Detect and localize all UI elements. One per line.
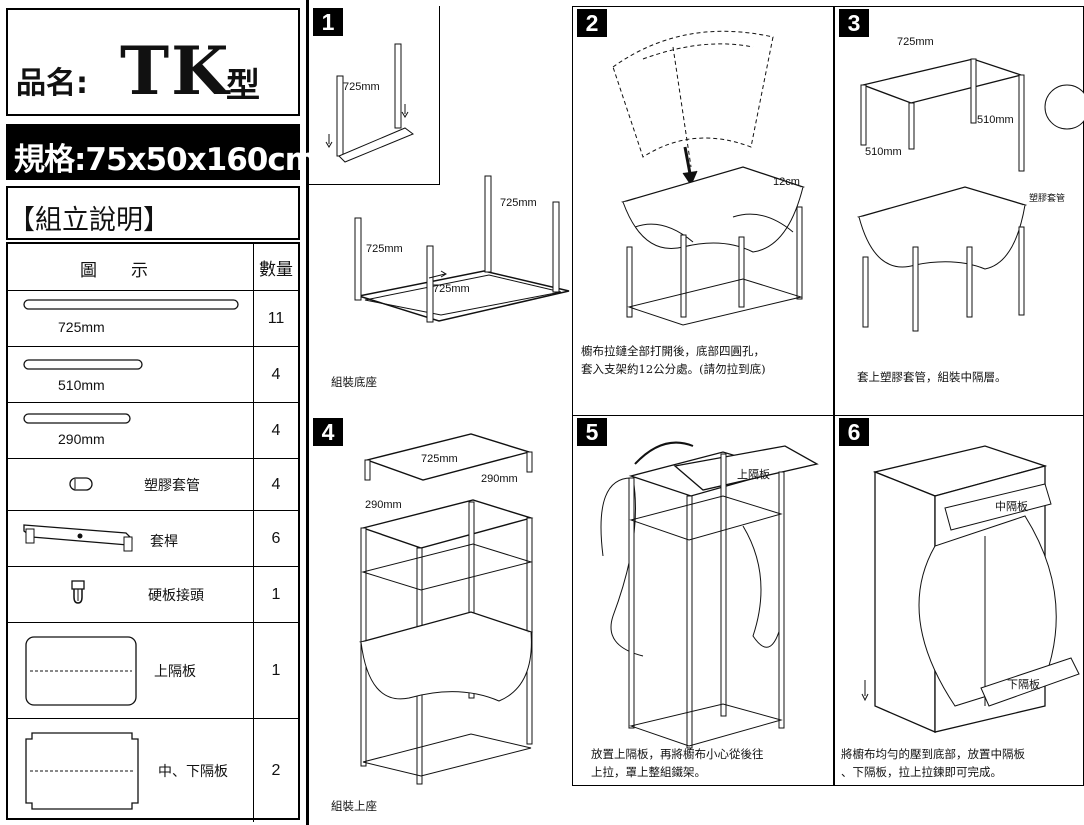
- step-6-panel: 6 中隔板 下隔板 將櫥布均勻的壓到底部，放置中隔板 、下隔板，拉上拉鍊即可完成…: [834, 416, 1084, 786]
- top-board-label: 上隔板: [737, 467, 770, 481]
- mid-board-label: 中隔板: [995, 499, 1028, 513]
- part-qty: 2: [253, 719, 298, 822]
- product-name-suffix: 型: [226, 66, 260, 106]
- step-1-panel: 1 725mm 725mm 725mm 725mm 組裝底座: [309, 6, 572, 416]
- svg-text:塑膠套管: 塑膠套管: [1029, 192, 1065, 203]
- svg-text:290mm: 290mm: [365, 499, 402, 511]
- part-qty: 6: [253, 511, 298, 566]
- top-board-icon: [25, 636, 137, 706]
- part-label: 套桿: [150, 534, 178, 550]
- base-assembly-diagram: 725mm 725mm 725mm: [354, 175, 570, 323]
- part-label: 上隔板: [154, 664, 196, 680]
- step-caption: 組裝底座: [331, 375, 377, 389]
- cover-on-base-diagram: 12cm: [612, 30, 806, 326]
- table-row: 725mm 11: [8, 290, 298, 346]
- product-name-box: 品名: TK 型: [6, 8, 300, 116]
- step-caption-line2: 套入支架約12公分處。(請勿拉到底): [581, 362, 766, 376]
- step-5-panel: 5 上隔板 放置上隔板，再將櫥布小心從後往 上拉，罩上整組鐵架。: [572, 416, 834, 786]
- section-title-box: 【組立說明】: [6, 186, 300, 240]
- part-qty: 1: [253, 623, 298, 718]
- step-caption-line1: 櫥布拉鏈全部打開後，底部四圓孔，: [581, 344, 765, 358]
- step-caption-line2: 上拉，罩上整組鐵架。: [591, 765, 706, 779]
- bottom-board-label: 下隔板: [1007, 677, 1040, 691]
- part-qty: 4: [253, 459, 298, 510]
- table-row: 硬板接頭 1: [8, 566, 298, 622]
- step-number: 1: [313, 8, 343, 36]
- parts-table: 圖 示 數量 725mm 11 510mm 4 290mm 4 塑膠套管 4: [6, 242, 300, 822]
- step-number: 6: [839, 418, 869, 446]
- table-row: 中、下隔板 2: [8, 718, 298, 822]
- board-connector-icon: [71, 580, 85, 604]
- medium-pole-icon: [23, 359, 143, 370]
- part-qty: 4: [253, 347, 298, 402]
- part-label: 硬板接頭: [148, 588, 204, 604]
- part-label: 中、下隔板: [158, 764, 228, 780]
- step-4-panel: 4 725mm 290mm 290mm 組裝上座: [309, 416, 572, 825]
- step-number: 2: [577, 9, 607, 37]
- product-name-prefix: 品名:: [16, 66, 88, 101]
- part-label: 510mm: [58, 377, 105, 393]
- product-spec: 規格:75x50x160cm: [14, 142, 317, 178]
- long-pole-icon: [23, 299, 239, 310]
- step-3-panel: 3 725mm 510mm 510mm 塑膠套管 套上塑膠套管，組裝中隔層。: [834, 6, 1084, 416]
- header-diagram: 圖 示: [80, 261, 148, 281]
- part-qty: 4: [253, 403, 298, 458]
- svg-text:510mm: 510mm: [865, 146, 902, 158]
- step-caption: 套上塑膠套管，組裝中隔層。: [857, 370, 1007, 384]
- header-qty: 數量: [253, 244, 298, 290]
- step-number: 3: [839, 9, 869, 37]
- table-row: 上隔板 1: [8, 622, 298, 718]
- product-model: TK: [120, 32, 231, 110]
- base-corner-diagram: 725mm: [325, 43, 415, 163]
- parts-panel: 品名: TK 型 規格:75x50x160cm 【組立說明】 圖 示 數量 72…: [0, 0, 317, 825]
- upper-frame-diagram: 725mm 290mm 290mm: [358, 433, 534, 785]
- table-row: 510mm 4: [8, 346, 298, 402]
- mid-board-icon: [25, 732, 139, 810]
- step-number: 5: [577, 418, 607, 446]
- part-label: 塑膠套管: [144, 478, 200, 494]
- step-1-inset: 725mm: [309, 6, 440, 185]
- short-pole-icon: [23, 413, 131, 424]
- step-caption-line1: 將櫥布均勻的壓到底部，放置中隔板: [841, 747, 1025, 761]
- svg-text:725mm: 725mm: [897, 36, 934, 48]
- measure-label: 12cm: [773, 176, 800, 188]
- finished-wardrobe-diagram: 中隔板 下隔板: [861, 445, 1080, 733]
- connector-rod-icon: [23, 524, 133, 552]
- svg-text:725mm: 725mm: [343, 81, 380, 93]
- spec-box: 規格:75x50x160cm: [6, 124, 317, 180]
- step-caption: 組裝上座: [331, 799, 377, 813]
- svg-text:510mm: 510mm: [977, 114, 1014, 126]
- table-row: 套桿 6: [8, 510, 298, 566]
- table-header: 圖 示 數量: [8, 244, 298, 290]
- middle-layer-diagram: 725mm 510mm 510mm 塑膠套管: [856, 36, 1084, 332]
- svg-text:725mm: 725mm: [366, 243, 403, 255]
- part-qty: 11: [253, 291, 298, 346]
- section-title: 【組立說明】: [8, 205, 170, 236]
- svg-text:725mm: 725mm: [433, 283, 470, 295]
- top-board-cover-diagram: 上隔板: [600, 441, 819, 749]
- table-row: 塑膠套管 4: [8, 458, 298, 510]
- part-qty: 1: [253, 567, 298, 622]
- plastic-sleeve-icon: [69, 477, 93, 491]
- step-2-panel: 2 12cm 櫥布拉鏈全部打開後，底部四圓孔， 套入支架約12公分處。(請勿拉到…: [572, 6, 834, 416]
- svg-text:290mm: 290mm: [481, 473, 518, 485]
- svg-text:725mm: 725mm: [421, 453, 458, 465]
- svg-text:725mm: 725mm: [500, 197, 537, 209]
- table-row: 290mm 4: [8, 402, 298, 458]
- step-caption-line2: 、下隔板，拉上拉鍊即可完成。: [841, 765, 1002, 779]
- part-label: 725mm: [58, 319, 105, 335]
- part-label: 290mm: [58, 431, 105, 447]
- step-number: 4: [313, 418, 343, 446]
- step-caption-line1: 放置上隔板，再將櫥布小心從後往: [591, 747, 764, 761]
